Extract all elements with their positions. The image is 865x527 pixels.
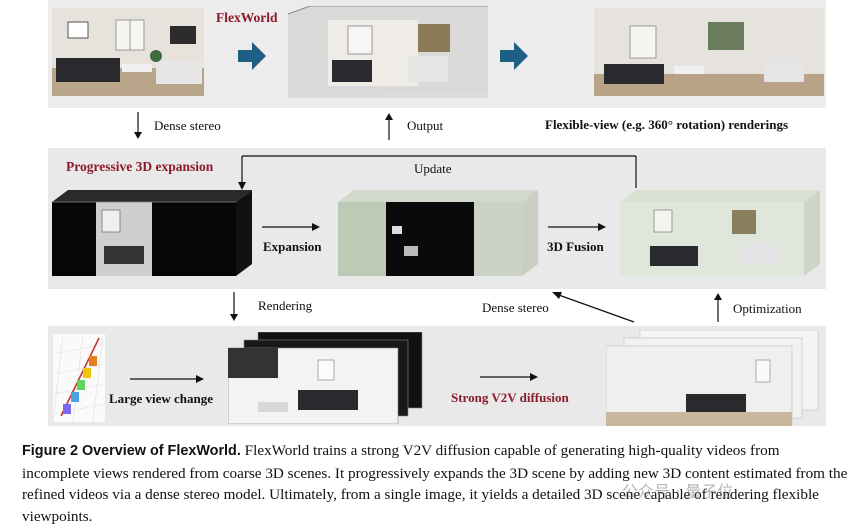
input-room-image (52, 8, 204, 96)
strong-v2v-diffusion-label: Strong V2V diffusion (451, 390, 569, 405)
output-room-box (288, 6, 488, 98)
black-cube-illustration (52, 190, 252, 276)
optimization-label: Optimization (733, 301, 802, 316)
optimization-up-arrow-icon (714, 293, 722, 322)
rendering-down-arrow-icon (230, 292, 238, 321)
update-label: Update (414, 161, 452, 176)
fusion-arrow-icon (548, 223, 606, 231)
fused-scene-cube (620, 190, 820, 278)
expanded-cube-illustration (338, 190, 538, 276)
incomplete-views-illustration (228, 332, 423, 424)
refined-views-illustration (606, 330, 819, 426)
up-arrow-icon (385, 113, 393, 140)
fused-cube-illustration (620, 190, 820, 276)
rendering-label: Rendering (258, 298, 313, 313)
panorama-rendering-image (534, 8, 824, 96)
flexible-view-label: Flexible-view (e.g. 360° rotation) rende… (545, 117, 789, 132)
figure-caption: Figure 2 Overview of FlexWorld. FlexWorl… (22, 440, 850, 527)
caption-text: FlexWorld trains a strong V2V diffusion … (22, 442, 848, 525)
large-view-change-label: Large view change (109, 391, 213, 406)
watermark-text: 公众号 · 量子位 (622, 482, 734, 501)
right-arrow-icon (238, 42, 266, 70)
3d-fusion-label: 3D Fusion (547, 239, 604, 254)
output-room-illustration (288, 6, 488, 98)
camera-trajectory-plot (53, 334, 105, 422)
flexworld-title: FlexWorld (216, 10, 278, 25)
dense-stereo-top-label: Dense stereo (154, 118, 221, 133)
v2v-arrow-icon (480, 373, 538, 381)
expansion-label: Expansion (263, 239, 322, 254)
refined-views-stack (606, 330, 820, 426)
initial-scene-cube (52, 190, 252, 278)
progressive-expansion-title: Progressive 3D expansion (66, 159, 214, 174)
trajectory-plot-illustration (53, 334, 105, 422)
expanded-scene-cube (338, 190, 538, 278)
dense-stereo-bottom-label: Dense stereo (482, 300, 549, 315)
down-arrow-icon (134, 112, 142, 139)
input-room-illustration (52, 8, 204, 96)
output-label: Output (407, 118, 444, 133)
incomplete-views-stack (228, 332, 424, 424)
dense-stereo-diagonal-arrow (552, 292, 635, 323)
expansion-arrow-icon (262, 223, 320, 231)
right-arrow-icon (500, 42, 528, 70)
caption-heading: Figure 2 Overview of FlexWorld. (22, 443, 241, 459)
large-view-arrow-icon (130, 375, 204, 383)
update-loop-arrow (238, 155, 637, 190)
panorama-room-illustration (534, 8, 824, 96)
